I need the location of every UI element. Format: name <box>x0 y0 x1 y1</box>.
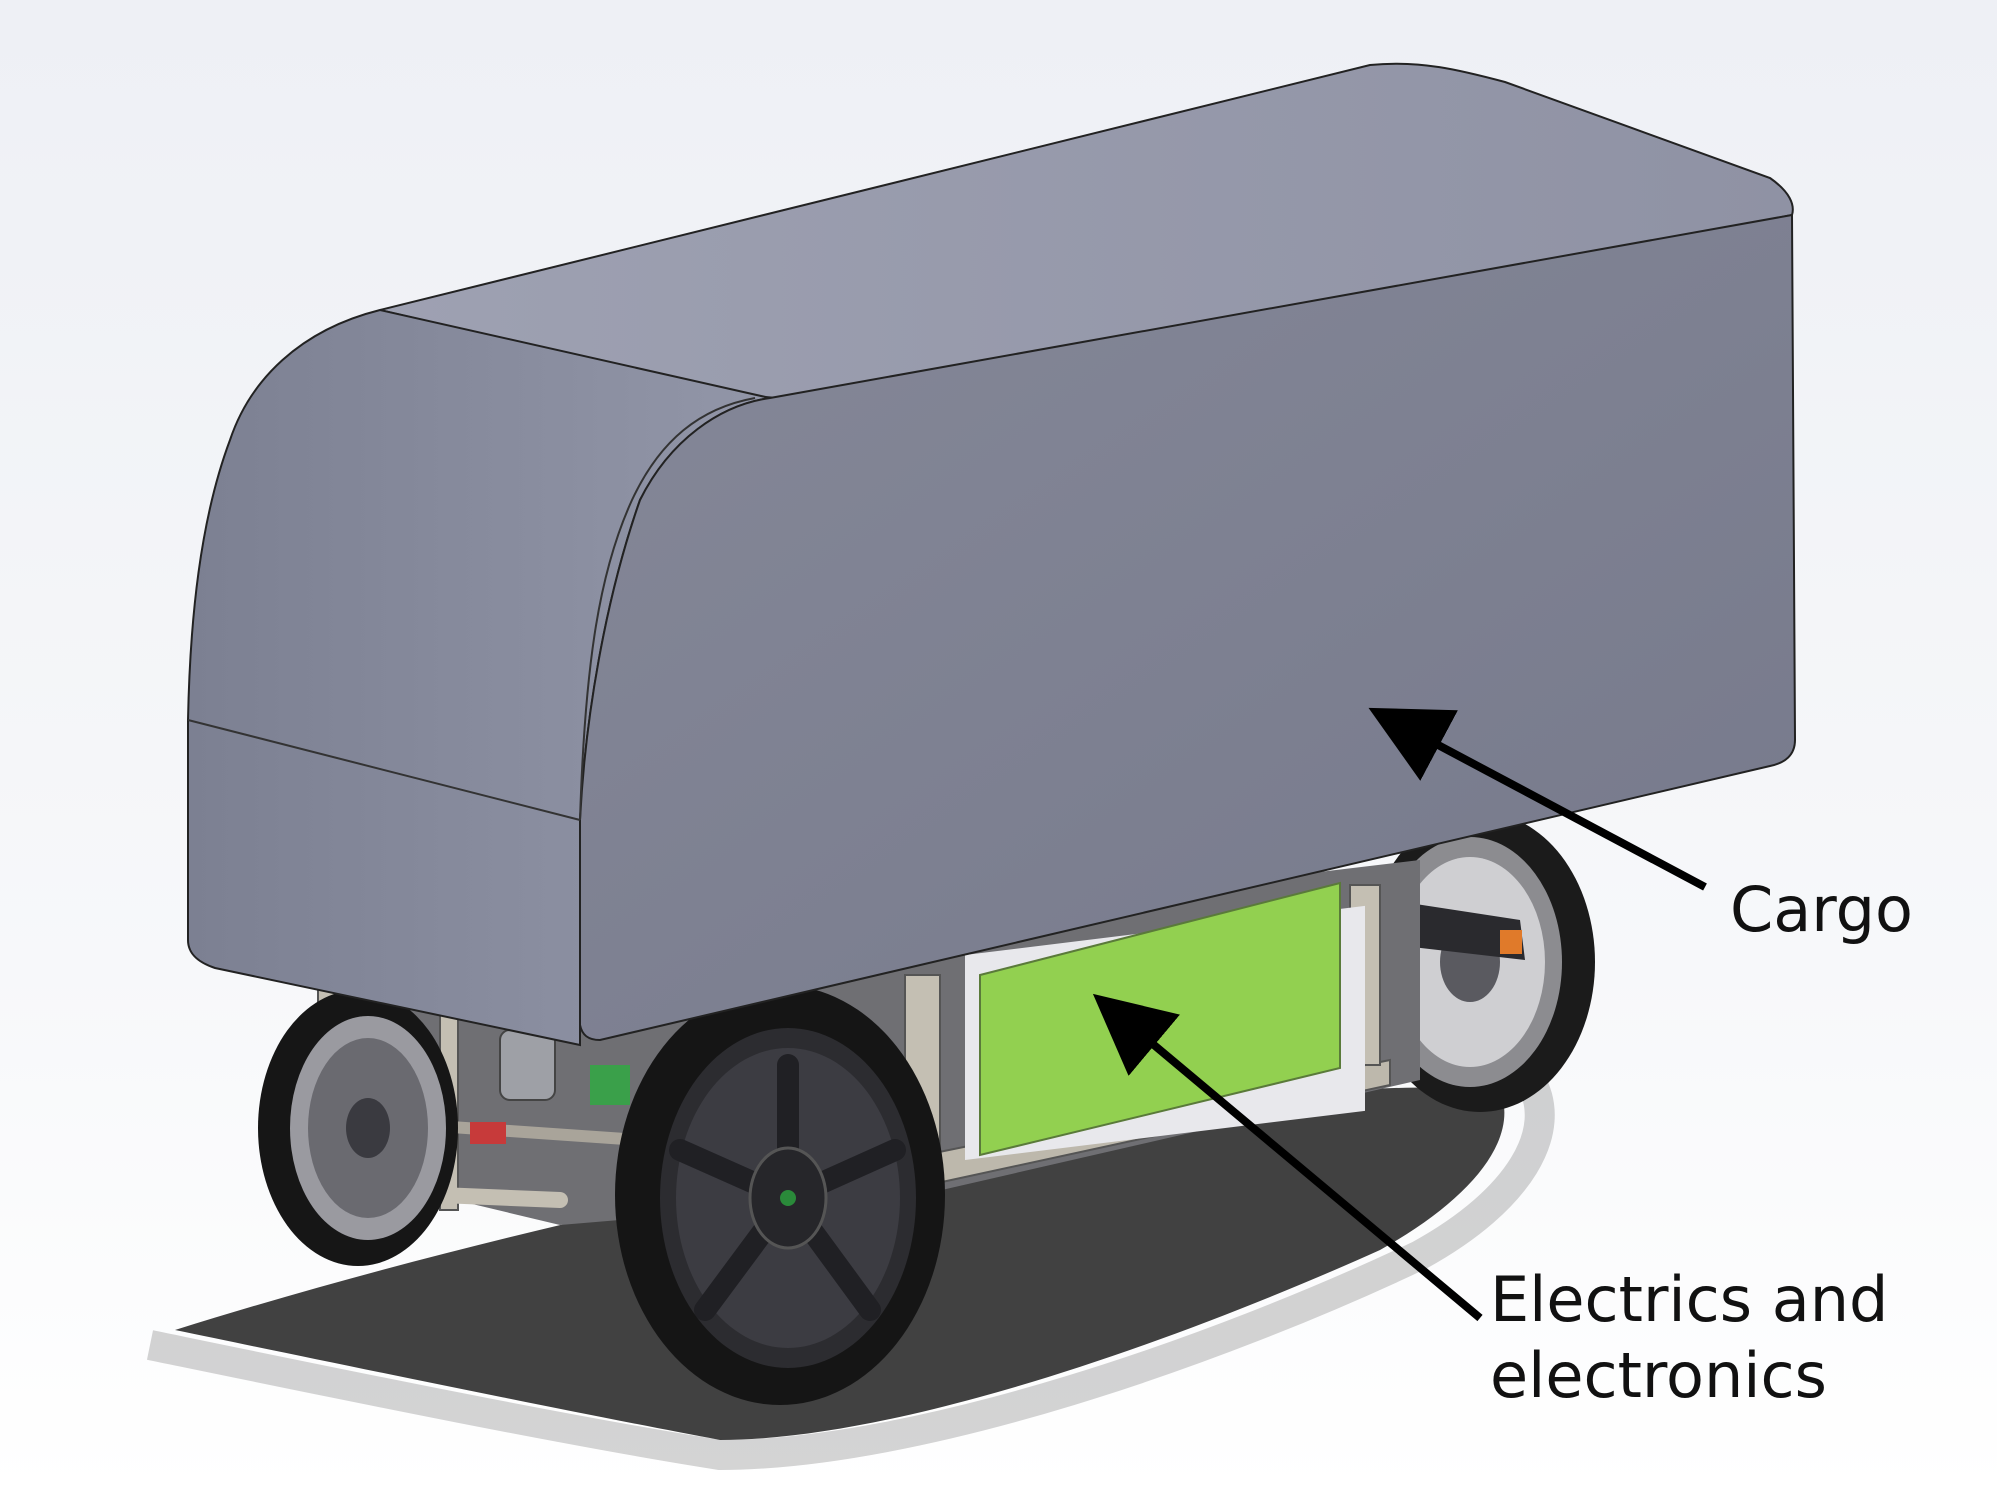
rear-hub <box>1500 930 1522 954</box>
cargo-label: Cargo <box>1730 873 1913 946</box>
electrics-arrow <box>1092 993 1483 1322</box>
green-component <box>590 1065 630 1105</box>
motor-unit <box>499 1029 556 1101</box>
red-component <box>470 1122 506 1144</box>
electrics-label: Electrics and electronics <box>1490 1262 1888 1414</box>
ground-shadow-soft <box>146 1072 1555 1471</box>
front-right-wheel <box>615 985 945 1405</box>
electrics-label-line1: Electrics and <box>1490 1263 1889 1336</box>
cargo-side <box>579 213 1797 1042</box>
rear-right-wheel <box>1365 812 1595 1112</box>
cargo-body <box>187 62 1797 1047</box>
rear-swing-arm <box>1390 900 1525 960</box>
cargo-edge-line <box>187 719 581 821</box>
front-left-wheel <box>258 990 458 1266</box>
electrics-label-line2: electronics <box>1490 1339 1827 1412</box>
cargo-front-curve-line <box>579 397 756 821</box>
cargo-arrow <box>1368 707 1707 891</box>
